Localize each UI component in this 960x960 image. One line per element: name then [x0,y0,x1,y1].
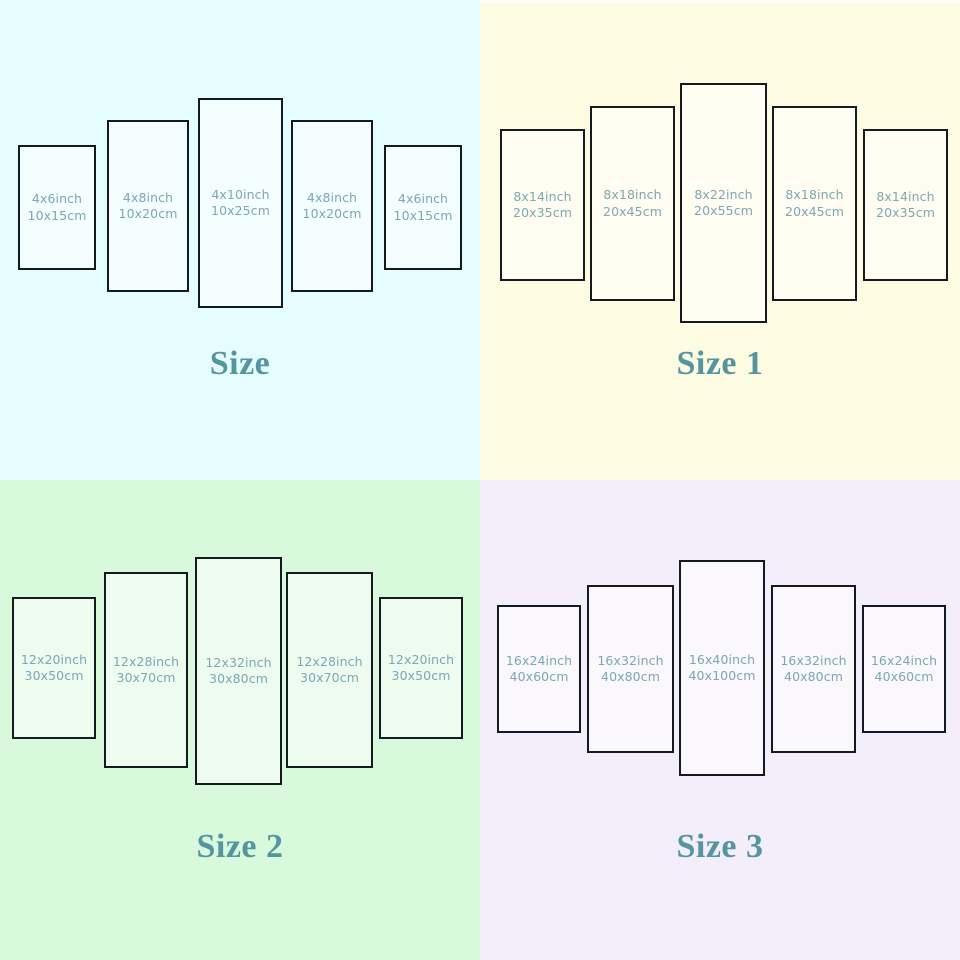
panel-size-cm: 30x70cm [116,670,176,685]
panel-group: 12x20inch 30x50cm 12x28inch 30x70cm 12x3… [0,480,480,820]
panel-size-cm: 40x100cm [688,668,756,683]
panel-size-cm: 30x50cm [391,668,451,683]
size-group-size-3: 16x24inch 40x60cm 16x32inch 40x80cm 16x4… [480,480,960,960]
panel-size-inch: 8x18inch [785,187,844,202]
canvas-panel-4[interactable]: 8x18inch 20x45cm [772,106,857,301]
panel-size-cm: 20x55cm [694,203,753,218]
canvas-panel-label: 16x40inch 40x100cm [688,652,755,685]
canvas-panel-1[interactable]: 16x24inch 40x60cm [497,605,581,733]
panel-group: 8x14inch 20x35cm 8x18inch 20x45cm 8x22in… [480,0,960,340]
canvas-panel-label: 8x18inch 20x45cm [785,187,844,220]
panel-size-cm: 20x35cm [513,205,572,220]
canvas-panel-label: 8x18inch 20x45cm [603,187,662,220]
canvas-panel-5[interactable]: 4x6inch 10x15cm [384,145,462,270]
panel-size-cm: 40x60cm [509,669,569,684]
panel-size-inch: 4x8inch [122,189,174,205]
panel-size-cm: 40x80cm [784,669,843,684]
group-title: Size 2 [196,828,284,865]
canvas-panel-label: 16x32inch 40x80cm [597,653,663,686]
panel-size-inch: 12x32inch [205,654,272,670]
panel-size-inch: 16x24inch [505,652,573,668]
canvas-panel-label: 12x28inch 30x70cm [113,654,179,687]
canvas-panel-1[interactable]: 12x20inch 30x50cm [12,597,96,739]
canvas-panel-3[interactable]: 16x40inch 40x100cm [679,560,765,776]
panel-size-inch: 16x32inch [597,652,664,668]
canvas-panel-5[interactable]: 16x24inch 40x60cm [862,605,946,733]
panel-size-cm: 40x60cm [874,669,934,684]
size-group-size: 4x6inch 10x15cm 4x8inch 10x20cm 4x10inch… [0,0,480,480]
panel-size-inch: 8x22inch [694,186,753,202]
canvas-panel-2[interactable]: 4x8inch 10x20cm [107,120,189,292]
canvas-panel-label: 16x32inch 40x80cm [780,653,846,686]
panel-size-cm: 10x25cm [211,203,270,218]
panel-size-cm: 30x50cm [24,668,84,683]
panel-size-cm: 20x35cm [876,205,935,220]
canvas-panel-label: 4x6inch 10x15cm [394,191,453,224]
panel-size-cm: 10x20cm [302,206,362,221]
canvas-panel-2[interactable]: 12x28inch 30x70cm [104,572,188,768]
panel-size-cm: 20x45cm [785,203,844,219]
canvas-panel-2[interactable]: 16x32inch 40x80cm [587,585,674,753]
panel-size-cm: 40x80cm [601,669,660,684]
group-title: Size 3 [676,828,764,865]
panel-size-inch: 12x20inch [20,651,88,667]
canvas-panel-label: 4x6inch 10x15cm [28,191,87,224]
panel-size-cm: 30x80cm [209,671,268,686]
canvas-panel-5[interactable]: 8x14inch 20x35cm [863,129,948,281]
panel-size-cm: 20x45cm [603,203,662,219]
panel-size-inch: 4x8inch [306,189,358,205]
panel-size-inch: 4x10inch [211,186,270,202]
canvas-panel-label: 8x14inch 20x35cm [876,189,935,222]
panel-size-inch: 4x6inch [397,191,449,206]
canvas-panel-4[interactable]: 4x8inch 10x20cm [291,120,373,292]
canvas-panel-label: 16x24inch 40x60cm [506,653,572,686]
group-title: Size 1 [676,345,764,382]
canvas-panel-2[interactable]: 8x18inch 20x45cm [590,106,675,301]
canvas-panel-5[interactable]: 12x20inch 30x50cm [379,597,463,739]
panel-size-inch: 12x28inch [296,653,363,669]
canvas-panel-3[interactable]: 8x22inch 20x55cm [680,83,767,323]
panel-size-inch: 4x6inch [31,191,83,206]
panel-size-inch: 16x24inch [870,652,938,668]
panel-group: 4x6inch 10x15cm 4x8inch 10x20cm 4x10inch… [0,0,480,340]
canvas-panel-label: 12x20inch 30x50cm [388,652,454,685]
panel-size-inch: 16x40inch [688,651,756,667]
panel-size-cm: 10x15cm [27,207,87,223]
canvas-panel-label: 12x20inch 30x50cm [21,652,87,685]
panel-size-inch: 8x18inch [603,187,662,202]
canvas-panel-label: 4x10inch 10x25cm [211,187,270,220]
canvas-panel-1[interactable]: 4x6inch 10x15cm [18,145,96,270]
canvas-panel-label: 8x22inch 20x55cm [694,187,753,220]
panel-size-cm: 10x15cm [393,207,453,223]
canvas-panel-label: 4x8inch 10x20cm [303,190,362,223]
canvas-panel-4[interactable]: 12x28inch 30x70cm [286,572,373,768]
panel-size-cm: 10x20cm [118,206,178,221]
panel-size-inch: 12x28inch [112,653,180,669]
size-group-size-1: 8x14inch 20x35cm 8x18inch 20x45cm 8x22in… [480,0,960,480]
panel-size-inch: 8x14inch [513,188,572,204]
canvas-panel-1[interactable]: 8x14inch 20x35cm [500,129,585,281]
canvas-panel-label: 12x32inch 30x80cm [205,655,271,688]
panel-size-inch: 12x20inch [387,651,455,667]
panel-size-inch: 16x32inch [780,652,847,668]
canvas-panel-3[interactable]: 12x32inch 30x80cm [195,557,282,785]
canvas-panel-label: 12x28inch 30x70cm [296,654,362,687]
canvas-panel-label: 16x24inch 40x60cm [871,653,937,686]
panel-size-cm: 30x70cm [300,670,359,685]
panel-group: 16x24inch 40x60cm 16x32inch 40x80cm 16x4… [480,480,960,820]
panel-size-inch: 8x14inch [876,188,935,204]
canvas-panel-label: 8x14inch 20x35cm [513,189,572,222]
size-group-size-2: 12x20inch 30x50cm 12x28inch 30x70cm 12x3… [0,480,480,960]
canvas-panel-4[interactable]: 16x32inch 40x80cm [771,585,856,753]
canvas-panel-label: 4x8inch 10x20cm [119,190,178,223]
canvas-panel-3[interactable]: 4x10inch 10x25cm [198,98,283,308]
group-title: Size [209,345,271,382]
